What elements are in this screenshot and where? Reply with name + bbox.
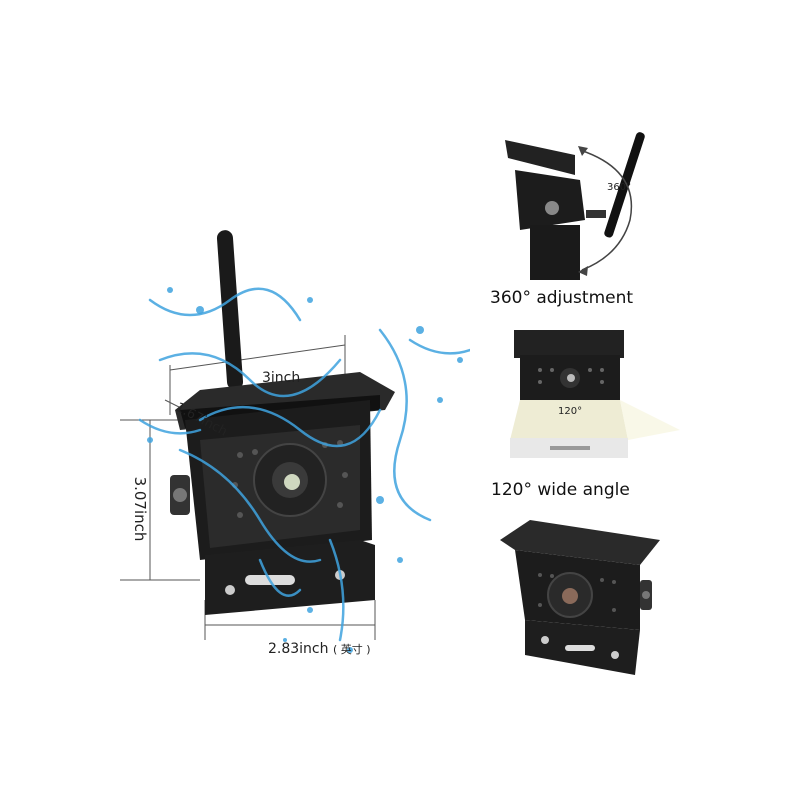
wide-angle-camera-graphic — [510, 330, 680, 458]
width-dimension-label: 3inch — [262, 370, 301, 386]
rotation-view: 360° 360° adjustment — [470, 110, 700, 320]
camera-lens-icon — [253, 443, 327, 517]
front-camera-graphic — [500, 520, 660, 675]
wide-angle-caption: 120° wide angle — [491, 480, 630, 500]
front-view — [490, 510, 665, 685]
antenna-icon — [216, 230, 244, 390]
rotation-arrow-icon — [578, 146, 633, 276]
wide-angle-view: 120° 120° wide angle — [480, 320, 680, 510]
rotation-angle-label: 360° — [607, 182, 632, 193]
water-splash-icon — [138, 287, 470, 642]
main-camera-illustration: 3inch 1.67inch 3.07inch 2.83inch ( 英寸 ) — [120, 230, 470, 658]
base-dimension-label: 2.83inch — [268, 641, 329, 657]
base-unit-note: ( 英寸 ) — [332, 643, 371, 656]
height-dimension-label: 3.07inch — [131, 476, 149, 542]
view-angle-label: 120° — [558, 406, 583, 417]
main-camera-graphic — [120, 230, 470, 653]
front-camera-lens-icon — [547, 572, 593, 618]
base-dimension-label-row: 2.83inch ( 英寸 ) — [268, 640, 371, 658]
rotation-caption: 360° adjustment — [490, 288, 634, 308]
rotation-camera-graphic — [505, 132, 645, 280]
